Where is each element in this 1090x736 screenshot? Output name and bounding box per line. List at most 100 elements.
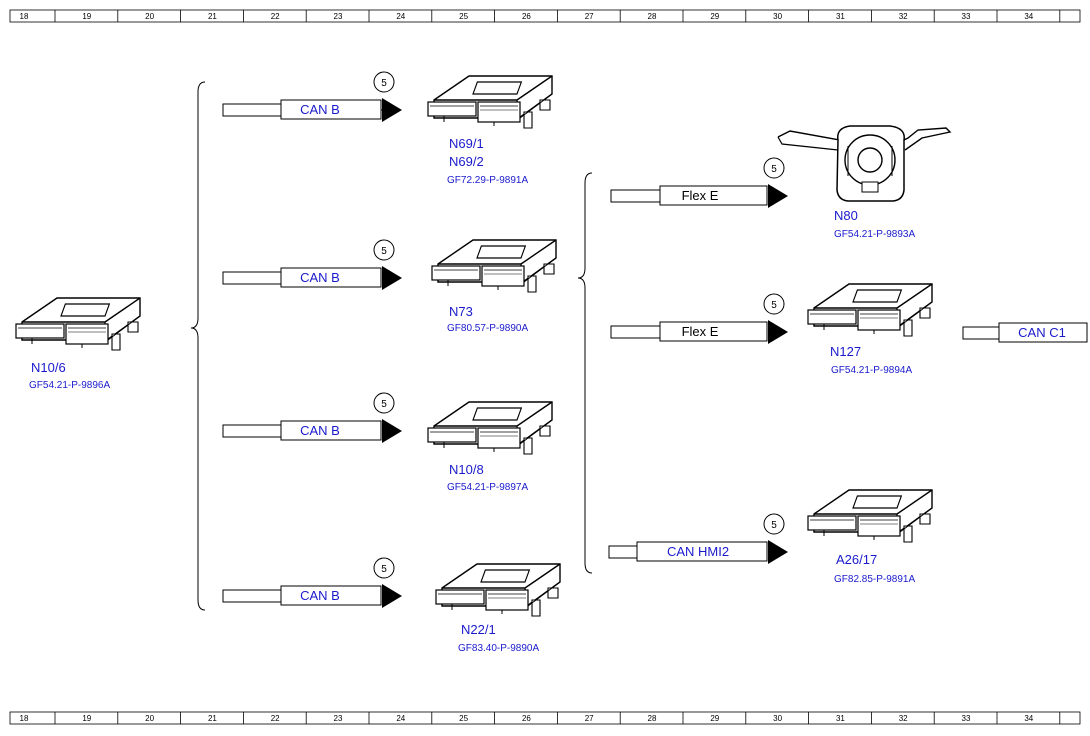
grid-column-number: 23: [334, 714, 343, 723]
middle-brace: [577, 172, 593, 574]
grid-column-number: 21: [208, 12, 217, 21]
component-name: N10/8: [449, 462, 484, 477]
steering-column-module-icon: [777, 125, 952, 202]
document-ref: GF54.21-P-9894A: [831, 365, 912, 376]
grid-column-number: 24: [396, 714, 405, 723]
grid-column-number: 22: [271, 714, 280, 723]
grid-column-number: 27: [585, 12, 594, 21]
component-n22-1[interactable]: N22/1 GF83.40-P-9890A: [435, 563, 561, 654]
component-n10-6[interactable]: N10/6 GF54.21-P-9896A: [15, 297, 141, 391]
grid-column-number: 32: [899, 12, 908, 21]
component-n10-8[interactable]: N10/8 GF54.21-P-9897A: [427, 401, 553, 493]
grid-column-number: 32: [899, 714, 908, 723]
control-unit-icon: [807, 283, 933, 337]
grid-column-number: 30: [773, 714, 782, 723]
pin-number: 5: [771, 300, 777, 311]
control-unit-icon: [431, 239, 557, 293]
component-name: N73: [449, 304, 473, 319]
bus-can-hmi2[interactable]: CAN HMI2 5: [608, 513, 788, 564]
component-n73[interactable]: N73 GF80.57-P-9890A: [431, 239, 557, 334]
pin-number: 5: [771, 520, 777, 531]
component-a26-17[interactable]: A26/17 GF82.85-P-9891A: [807, 489, 933, 585]
grid-column-number: 31: [836, 12, 845, 21]
grid-column-number: 28: [648, 12, 657, 21]
pin-number: 5: [381, 246, 387, 257]
document-ref: GF83.40-P-9890A: [458, 643, 539, 654]
bus-can-b-1[interactable]: CAN B 5: [222, 71, 402, 122]
bus-label: CAN C1: [1018, 325, 1066, 340]
document-ref: GF54.21-P-9893A: [834, 229, 915, 240]
grid-column-number: 34: [1024, 12, 1033, 21]
grid-column-number: 31: [836, 714, 845, 723]
component-n80[interactable]: N80 GF54.21-P-9893A: [777, 125, 952, 240]
grid-column-number: 28: [648, 714, 657, 723]
pin-number: 5: [381, 564, 387, 575]
grid-column-number: 30: [773, 12, 782, 21]
left-brace: [190, 81, 206, 611]
bus-can-b-4[interactable]: CAN B 5: [222, 557, 402, 608]
component-name: N10/6: [31, 360, 66, 375]
component-name: N22/1: [461, 622, 496, 637]
pin-number: 5: [381, 399, 387, 410]
document-ref: GF80.57-P-9890A: [447, 323, 528, 334]
pin-number: 5: [381, 78, 387, 89]
grid-column-number: 24: [396, 12, 405, 21]
bus-label: CAN B: [300, 423, 340, 438]
grid-column-number: 33: [962, 12, 971, 21]
arrow-icon: [382, 419, 402, 443]
grid-column-number: 33: [962, 714, 971, 723]
grid-column-number: 23: [334, 12, 343, 21]
grid-column-number: 34: [1024, 714, 1033, 723]
document-ref: GF82.85-P-9891A: [834, 574, 915, 585]
grid-column-number: 26: [522, 12, 531, 21]
grid-column-number: 25: [459, 714, 468, 723]
grid-column-number: 20: [145, 714, 154, 723]
arrow-icon: [768, 540, 788, 564]
component-name: N127: [830, 344, 861, 359]
control-unit-icon: [427, 401, 553, 455]
control-unit-icon: [807, 489, 933, 543]
arrow-icon: [382, 584, 402, 608]
grid-column-number: 21: [208, 714, 217, 723]
component-name: A26/17: [836, 552, 877, 567]
pin-number: 5: [771, 164, 777, 175]
bus-can-b-2[interactable]: CAN B 5: [222, 239, 402, 290]
document-ref: GF54.21-P-9896A: [29, 380, 110, 391]
arrow-icon: [382, 98, 402, 122]
grid-column-number: 26: [522, 714, 531, 723]
arrow-icon: [768, 184, 788, 208]
arrow-icon: [768, 320, 788, 344]
arrow-icon: [382, 266, 402, 290]
grid-column-number: 18: [20, 12, 29, 21]
component-n69[interactable]: N69/1 N69/2 GF72.29-P-9891A: [427, 75, 553, 186]
component-name: N80: [834, 208, 858, 223]
bus-label: CAN B: [300, 102, 340, 117]
grid-column-number: 27: [585, 714, 594, 723]
grid-column-number: 20: [145, 12, 154, 21]
control-unit-icon: [427, 75, 553, 129]
grid-frame: [9, 9, 1081, 23]
grid-column-number: 19: [82, 12, 91, 21]
bus-can-c1[interactable]: CAN C1: [962, 322, 1088, 343]
document-ref: GF54.21-P-9897A: [447, 482, 528, 493]
bus-can-b-3[interactable]: CAN B 5: [222, 392, 402, 443]
grid-column-number: 25: [459, 12, 468, 21]
document-ref: GF72.29-P-9891A: [447, 175, 528, 186]
grid-frame: [9, 711, 1081, 725]
control-unit-icon: [15, 297, 141, 351]
component-n127[interactable]: N127 GF54.21-P-9894A: [807, 283, 933, 376]
component-name: N69/1: [449, 136, 484, 151]
bus-flex-e-1[interactable]: Flex E 5: [610, 157, 788, 208]
grid-column-number: 19: [82, 714, 91, 723]
bus-flex-e-2[interactable]: Flex E 5: [610, 293, 788, 344]
bus-label: CAN B: [300, 270, 340, 285]
bus-label: Flex E: [682, 188, 719, 203]
bus-label: CAN HMI2: [667, 544, 729, 559]
control-unit-icon: [435, 563, 561, 617]
grid-column-number: 29: [710, 714, 719, 723]
bus-label: Flex E: [682, 324, 719, 339]
bus-label: CAN B: [300, 588, 340, 603]
